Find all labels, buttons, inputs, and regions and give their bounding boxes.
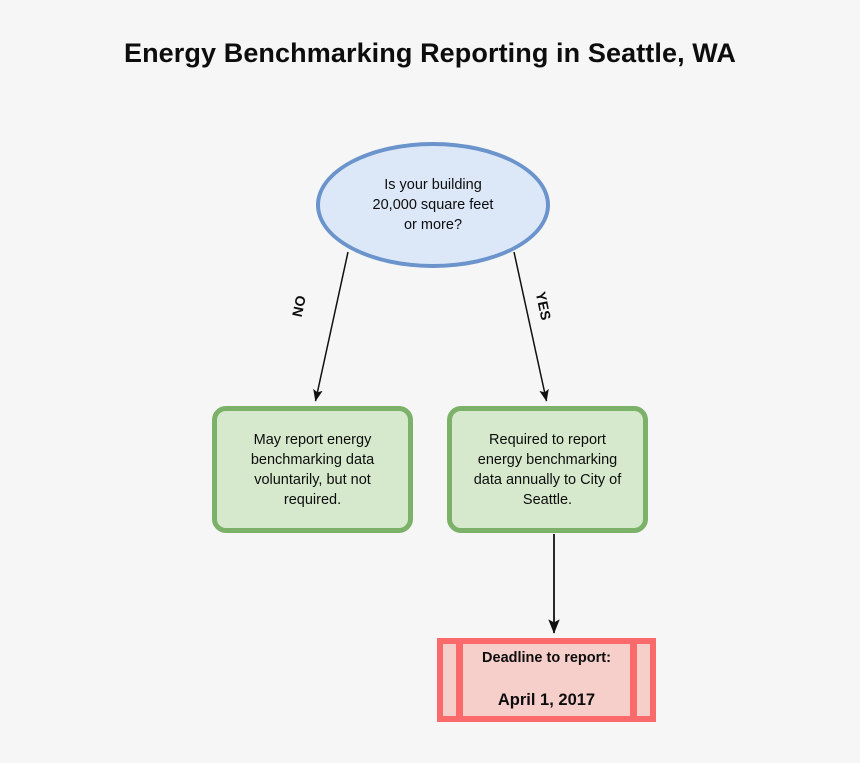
node-decision-label: Is your building 20,000 square feet or m…	[372, 177, 494, 233]
edge-label-no: NO	[288, 293, 309, 319]
node-decision-building-size[interactable]: Is your building 20,000 square feet or m…	[316, 142, 550, 268]
node-required-label: Required to report energy benchmarking d…	[473, 431, 622, 508]
edge-label-yes: YES	[532, 290, 555, 322]
edge-no-line	[313, 251, 349, 402]
page-title: Energy Benchmarking Reporting in Seattle…	[123, 38, 736, 68]
node-deadline-label-line2: April 1, 2017	[497, 690, 596, 709]
deadline-left-bar	[456, 644, 463, 716]
deadline-right-bar	[630, 644, 637, 716]
node-required-reporting[interactable]: Required to report energy benchmarking d…	[447, 406, 648, 533]
node-deadline-label: Deadline to report: April 1, 2017	[482, 627, 611, 733]
edge-yes-line	[513, 251, 549, 402]
node-voluntary-reporting[interactable]: May report energy benchmarking data volu…	[212, 406, 413, 533]
node-deadline-label-line1: Deadline to report:	[482, 649, 611, 666]
node-deadline[interactable]: Deadline to report: April 1, 2017	[437, 638, 656, 722]
node-voluntary-label: May report energy benchmarking data volu…	[250, 431, 375, 508]
